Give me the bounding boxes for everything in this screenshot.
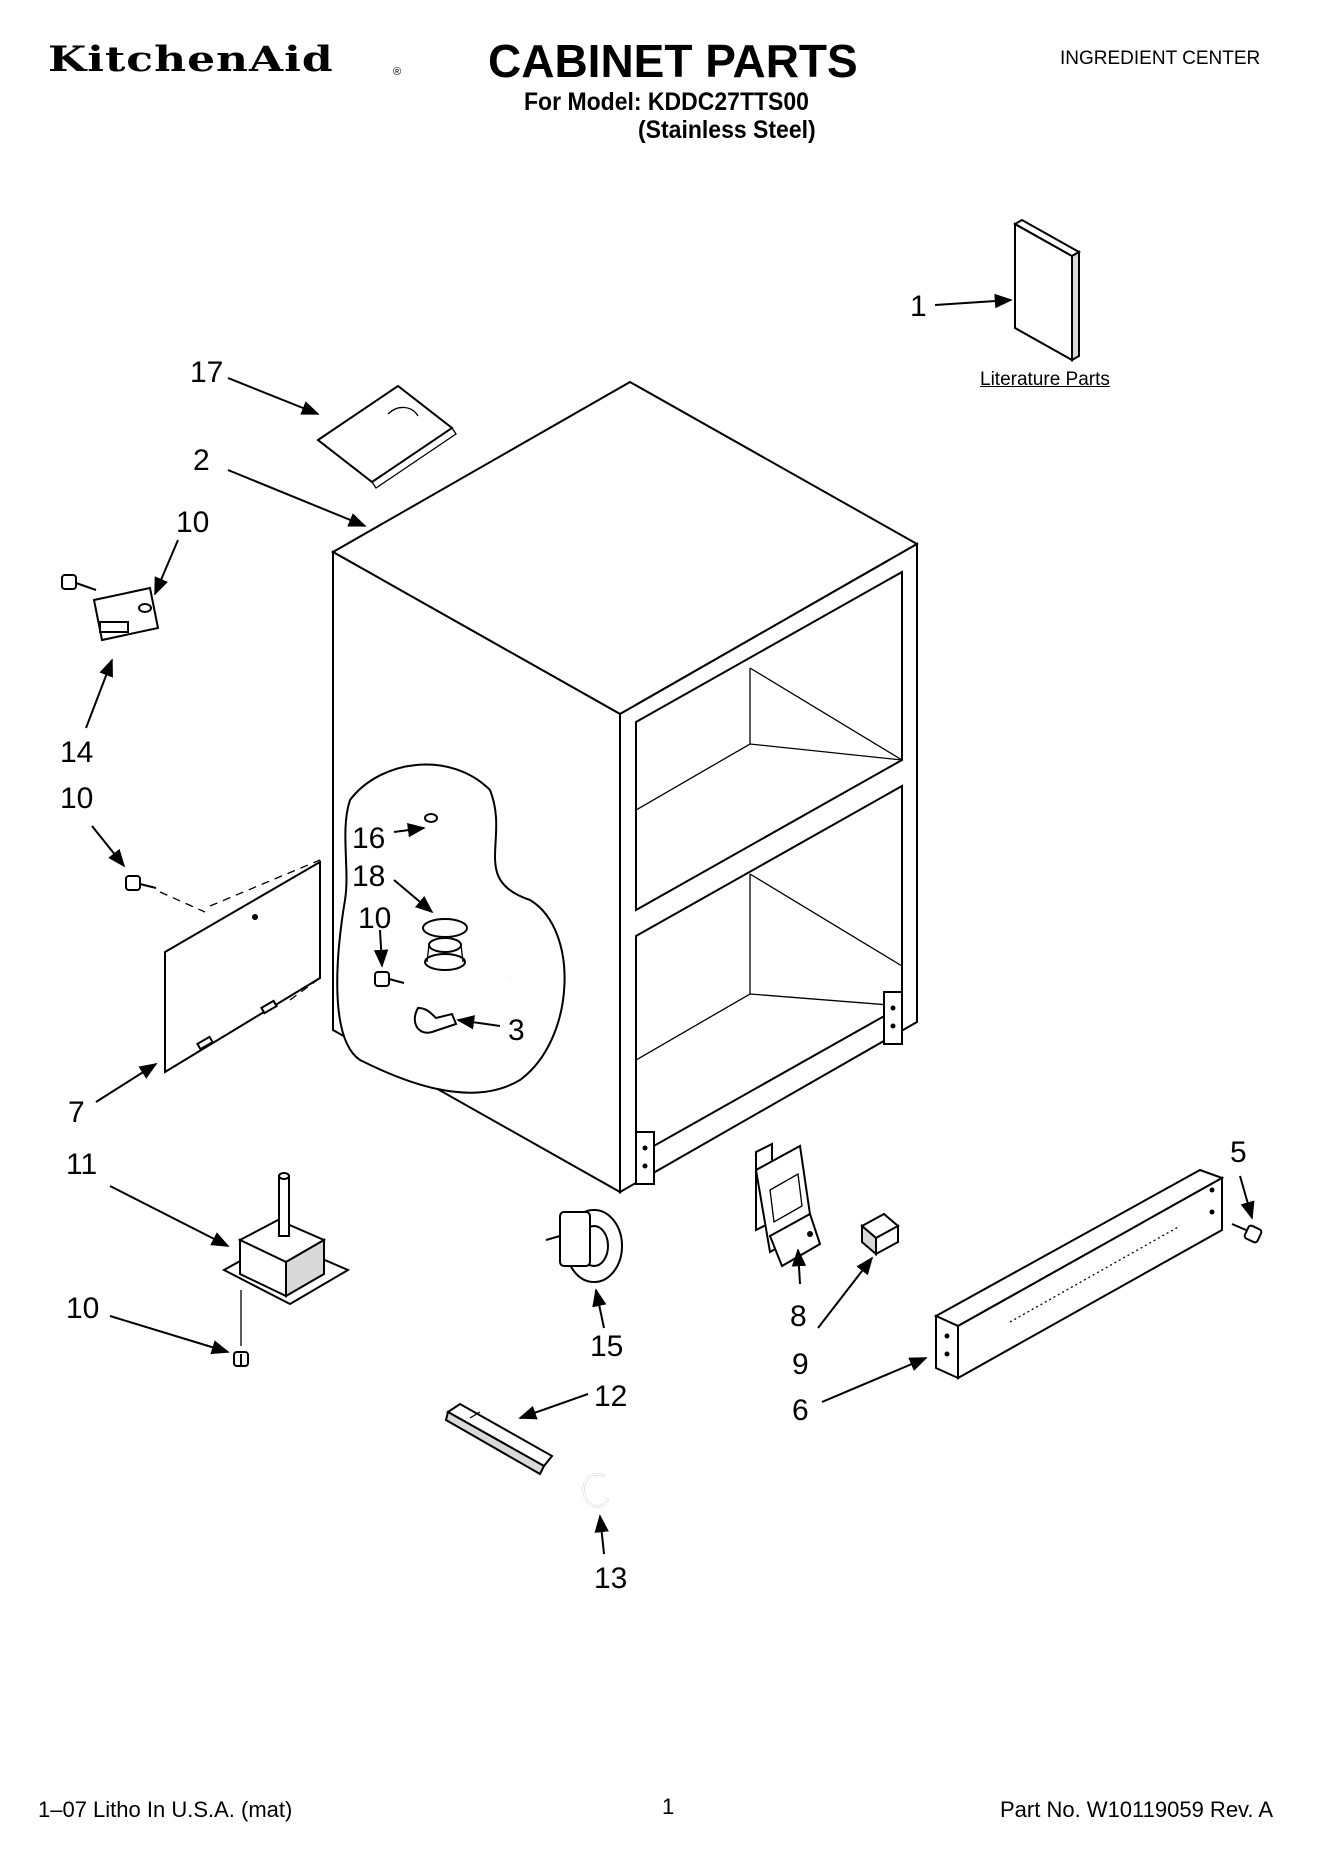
model-line: For Model: KDDC27TTS00 [524,88,809,116]
mounting-bracket-screw [233,1290,249,1367]
footer-part-number: Part No. W10119059 Rev. A [1000,1797,1274,1822]
callout-10-drain: 10 [358,902,391,935]
callout-11: 11 [66,1148,97,1181]
callout-3: 3 [508,1014,525,1047]
literature-parts-label: Literature Parts [980,369,1110,390]
callout-16: 16 [352,822,385,855]
back-panel-screw [125,875,206,913]
drain-assembly-detail [336,763,566,1094]
callout-1: 1 [910,290,927,323]
callout-10-panel: 10 [60,782,93,815]
callout-6: 6 [792,1394,809,1427]
callout-13: 13 [594,1562,627,1595]
registered-mark: ® [393,66,402,78]
callout-10-bracket: 10 [66,1292,99,1325]
retaining-ring-part [582,1473,609,1508]
footer-page-number: 1 [662,1794,675,1819]
roller-caster-part [545,1209,623,1283]
callout-8: 8 [790,1300,807,1333]
finish-line: (Stainless Steel) [638,116,816,144]
callout-12: 12 [594,1380,627,1413]
leader-lines [85,293,1255,1555]
kick-bracket-part [754,1142,822,1268]
clip-part [860,1212,900,1257]
hinge-pin-part [444,1402,554,1476]
grille-screw [1231,1223,1263,1244]
callout-14: 14 [60,736,93,769]
brand-logo: KitchenAid [48,40,334,80]
literature-booklet-part [1012,218,1082,362]
footer-litho: 1–07 Litho In U.S.A. (mat) [38,1797,293,1822]
callout-18: 18 [352,860,385,893]
callout-15: 15 [590,1330,623,1363]
toe-kick-grille-part [933,1168,1225,1380]
callout-7: 7 [68,1096,85,1129]
back-panel-part [164,859,321,1074]
top-tray-part [316,384,457,489]
category-label: INGREDIENT CENTER [1060,48,1261,69]
callout-2: 2 [193,444,210,477]
callout-10-hinge: 10 [176,506,209,539]
callout-5: 5 [1230,1136,1247,1169]
callout-9: 9 [792,1348,809,1381]
callout-17: 17 [190,356,223,389]
page-title: CABINET PARTS [488,35,858,87]
mounting-bracket-part [221,1172,351,1306]
hinge-bracket-part [61,574,160,642]
